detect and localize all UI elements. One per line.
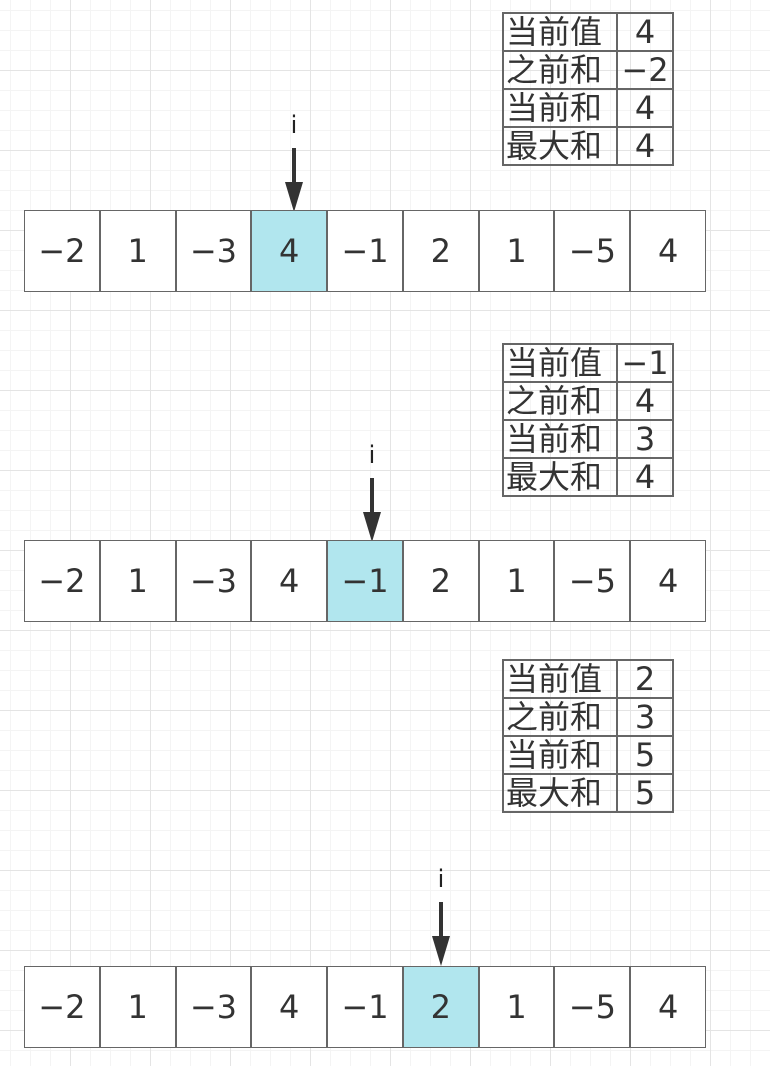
- array-cell: −1: [326, 967, 402, 1047]
- array-cell-current: 2: [401, 967, 478, 1047]
- array-cell: −3: [174, 541, 251, 621]
- down-arrow-icon: [363, 478, 381, 542]
- array-cell: −2: [25, 211, 99, 291]
- row-value: 4: [616, 126, 674, 166]
- row-label: 当前和: [502, 735, 618, 775]
- row-label: 当前值: [502, 659, 618, 699]
- array-cell: −1: [326, 211, 402, 291]
- down-arrow-icon: [432, 902, 450, 966]
- row-value: 5: [616, 735, 674, 775]
- array-cell: 1: [477, 211, 554, 291]
- row-label: 当前和: [502, 88, 618, 128]
- number-array: −2 1 −3 4 −1 2 1 −5 4: [24, 966, 706, 1048]
- array-cell: 1: [98, 211, 175, 291]
- array-cell: 4: [629, 211, 706, 291]
- row-label: 最大和: [502, 126, 618, 166]
- pointer-label: i: [368, 441, 376, 469]
- row-value: −1: [616, 343, 674, 383]
- pointer-i: i: [284, 112, 304, 212]
- pointer-label: i: [290, 111, 298, 139]
- row-label: 之前和: [502, 697, 618, 737]
- array-cell: 4: [250, 541, 327, 621]
- table-row: 之前和−2: [502, 50, 674, 90]
- row-value: 2: [616, 659, 674, 699]
- row-value: 5: [616, 773, 674, 813]
- row-label: 当前值: [502, 12, 618, 52]
- array-cell: 1: [477, 967, 554, 1047]
- array-cell: 1: [98, 967, 175, 1047]
- array-cell: 4: [629, 967, 706, 1047]
- array-cell: −5: [553, 211, 630, 291]
- down-arrow-icon: [285, 148, 303, 212]
- pointer-label: i: [437, 865, 445, 893]
- number-array: −2 1 −3 4 −1 2 1 −5 4: [24, 210, 706, 292]
- row-label: 最大和: [502, 773, 618, 813]
- row-value: 3: [616, 697, 674, 737]
- row-label: 之前和: [502, 381, 618, 421]
- array-cell: 2: [401, 211, 478, 291]
- row-label: 之前和: [502, 50, 618, 90]
- array-cell: 4: [250, 967, 327, 1047]
- row-label: 当前和: [502, 419, 618, 459]
- number-array: −2 1 −3 4 −1 2 1 −5 4: [24, 540, 706, 622]
- table-row: 当前值−1: [502, 343, 674, 383]
- row-value: 4: [616, 12, 674, 52]
- array-cell: −3: [174, 967, 251, 1047]
- array-cell: 1: [477, 541, 554, 621]
- row-label: 最大和: [502, 457, 618, 497]
- array-cell-current: 4: [250, 211, 327, 291]
- array-cell: 2: [401, 541, 478, 621]
- array-cell: −5: [553, 967, 630, 1047]
- array-cell: −2: [25, 541, 99, 621]
- row-value: 4: [616, 88, 674, 128]
- row-label: 当前值: [502, 343, 618, 383]
- array-cell-current: −1: [326, 541, 402, 621]
- row-value: −2: [616, 50, 674, 90]
- array-cell: −2: [25, 967, 99, 1047]
- pointer-i: i: [431, 866, 451, 966]
- pointer-i: i: [362, 442, 382, 542]
- row-value: 4: [616, 457, 674, 497]
- row-value: 3: [616, 419, 674, 459]
- array-cell: 4: [629, 541, 706, 621]
- array-cell: −5: [553, 541, 630, 621]
- array-cell: −3: [174, 211, 251, 291]
- array-cell: 1: [98, 541, 175, 621]
- row-value: 4: [616, 381, 674, 421]
